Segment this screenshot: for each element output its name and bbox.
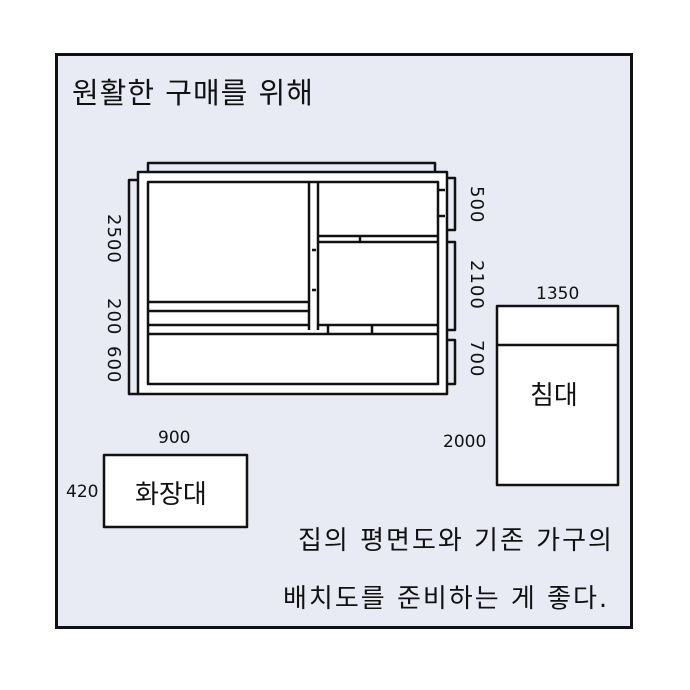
right-bracket-2100 (447, 240, 457, 332)
dim-left-200: 200 (103, 298, 124, 336)
left-dimension-outer (127, 178, 138, 396)
vanity-width-label: 900 (158, 428, 191, 448)
strip-200-top (148, 300, 309, 313)
caption-line-1: 집의 평면도와 기존 가구의 (298, 526, 614, 556)
bed-width-label: 1350 (536, 284, 580, 304)
room-divider-upper (318, 234, 438, 244)
top-dimension-bracket (146, 161, 437, 172)
dim-left-600: 600 (103, 346, 124, 384)
window-marks (438, 188, 445, 218)
right-bracket-500 (447, 176, 457, 232)
dim-right-700: 700 (466, 340, 487, 378)
bed-label: 침대 (530, 381, 578, 411)
dim-right-500: 500 (466, 186, 487, 224)
strip-200-bottom (148, 323, 309, 336)
room-divider-lower (309, 323, 438, 336)
bed-outline (495, 304, 620, 487)
caption-line-2: 배치도를 준비하는 게 좋다. (283, 584, 610, 614)
bed-length-label: 2000 (443, 432, 487, 452)
door-marks (312, 236, 374, 334)
right-bracket-700 (447, 338, 457, 386)
panel-title: 원활한 구매를 위해 (72, 76, 314, 110)
floorplan-outer-wall (136, 170, 449, 396)
floorplan-inner-wall (146, 180, 440, 386)
vanity-outline (102, 453, 249, 529)
dim-left-2500: 2500 (103, 214, 124, 264)
vanity-label: 화장대 (135, 480, 207, 510)
dim-right-2100: 2100 (466, 260, 487, 310)
vanity-depth-label: 420 (66, 482, 99, 502)
room-divider-vertical (307, 182, 320, 330)
